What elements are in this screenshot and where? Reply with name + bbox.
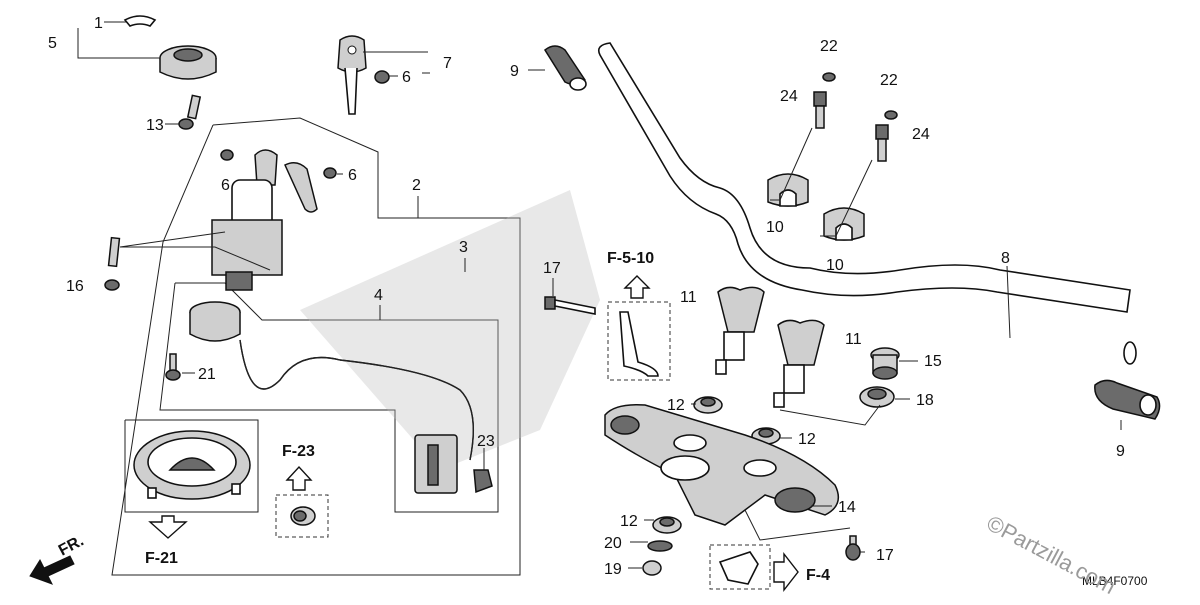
callout-12a: 12 [667,397,685,414]
cable-guide [607,301,671,381]
damper-12c [652,516,682,534]
callout-20: 20 [604,535,622,552]
screw-21 [165,353,181,381]
diagram-code: MLB4F0700 [1082,574,1148,588]
shaded-area [300,190,600,470]
key-cylinder-cap [123,15,217,80]
grip-9b [1094,379,1161,420]
callout-18: 18 [916,392,934,409]
bolt-17a [544,296,596,315]
bolt-17b [845,535,861,561]
callout-9a: 9 [510,63,519,80]
f21-arrow [148,515,188,539]
bushing-15 [870,347,900,380]
callout-4: 4 [374,287,383,304]
callout-9b: 9 [1116,443,1125,460]
ignition-switch [211,149,337,291]
callout-13: 13 [146,117,164,134]
riser-11b [773,319,825,408]
callout-12c: 12 [620,513,638,530]
callout-11b: 11 [845,331,862,348]
clamp-10a [767,173,809,207]
key-7 [337,35,367,115]
callout-10b: 10 [826,257,844,274]
damper-12a [693,396,723,414]
callout-23: 23 [477,433,495,450]
callout-2: 2 [412,177,421,194]
callout-24b: 24 [912,126,930,143]
f510-arrow [623,275,651,299]
ref-f23: F-23 [282,443,315,460]
f4-arrow [773,551,799,593]
callout-17b: 17 [876,547,894,564]
callout-22b: 22 [880,72,898,89]
ref-f4: F-4 [806,567,830,584]
watermark: ©Partzilla.com [983,510,1120,599]
leader-lines [77,21,1122,569]
washer-6a [374,70,390,84]
f4-bracket [709,544,771,590]
callout-15: 15 [924,353,942,370]
callout-6c: 6 [348,167,357,184]
callout-5: 5 [48,35,57,52]
f23-arrow [285,465,313,491]
bolt-16 [104,236,121,291]
callout-21: 21 [198,366,216,383]
callout-3: 3 [459,239,468,256]
callout-14: 14 [838,499,856,516]
nut-18 [859,386,895,408]
nut-19 [642,560,662,576]
callout-22a: 22 [820,38,838,55]
ref-f510: F-5-10 [607,250,654,267]
harness-4 [189,301,475,494]
riser-11a [715,286,765,375]
handlebar-8 [597,42,1137,365]
bolt-13 [178,94,202,130]
washer-22b [884,110,898,120]
callout-8: 8 [1001,250,1010,267]
top-bridge-14 [604,403,840,526]
callout-11a: 11 [680,289,697,306]
callout-1: 1 [94,15,103,32]
bolt-24b [875,124,889,162]
callout-19: 19 [604,561,622,578]
fr-direction-arrow [29,555,75,585]
clamp-10b [823,207,865,241]
callout-6a: 6 [402,69,411,86]
callout-24a: 24 [780,88,798,105]
bolt-24a [813,91,827,129]
washer-22a [822,72,836,82]
direction-label: FR. [56,532,87,559]
callout-6b: 6 [221,177,230,194]
callout-17a: 17 [543,260,561,277]
callout-12b: 12 [798,431,816,448]
clip-23 [473,469,493,494]
callout-7: 7 [443,55,452,72]
f23-box [275,494,329,538]
fuel-cap [133,430,251,500]
callouts: 1 5 13 7 6 6 6 2 16 3 4 21 23 9 17 11 11… [48,15,1125,578]
callout-16: 16 [66,278,84,295]
ignition-assembly-outline [111,117,521,576]
ref-f21: F-21 [145,550,178,567]
washer-20 [647,540,673,552]
grip-9a [544,45,587,91]
callout-10a: 10 [766,219,784,236]
